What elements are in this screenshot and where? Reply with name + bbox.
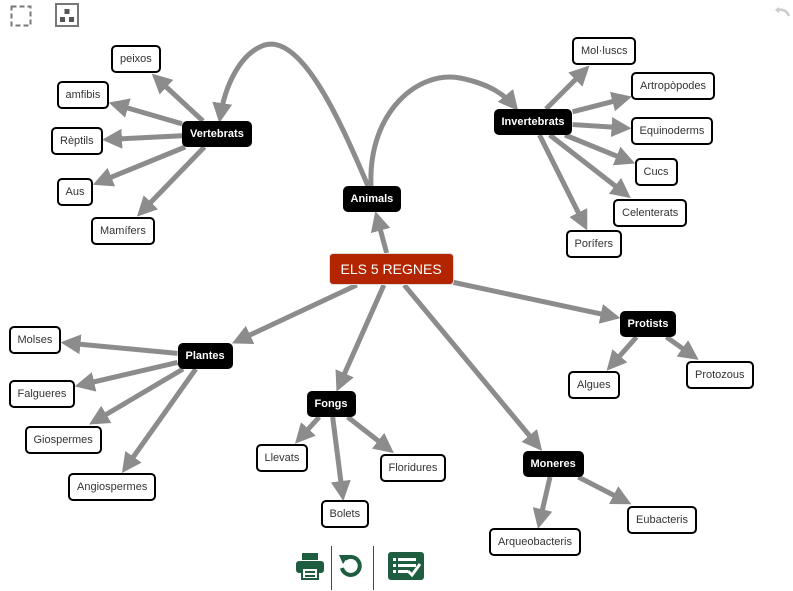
edge-root-protists (452, 279, 621, 324)
edge-protists-algues (606, 335, 639, 371)
leaf-node-algues[interactable]: Algues (568, 371, 620, 399)
edge-invertebrats-artropodes (571, 91, 632, 115)
leaf-node-floridures[interactable]: Floridures (379, 454, 447, 482)
reset-icon (339, 554, 362, 577)
edge-protists-protozous (664, 334, 699, 360)
category-node-vertebrats[interactable]: Vertebrats (182, 121, 252, 147)
leaf-node-porifers[interactable]: Porífers (565, 230, 623, 258)
selection-tool-button[interactable] (10, 5, 32, 27)
auto-layout-icon (55, 3, 79, 27)
category-node-fongs[interactable]: Fongs (306, 391, 356, 417)
edge-root-fongs (335, 283, 387, 392)
leaf-node-artropodes[interactable]: Artropòpodes (631, 72, 716, 100)
leaf-node-falgueres[interactable]: Falgueres (8, 380, 76, 408)
leaf-node-peixos[interactable]: peixos (111, 45, 161, 73)
leaf-node-molses[interactable]: Molses (8, 326, 62, 354)
edge-root-animals (370, 211, 391, 254)
leaf-node-equinoderms[interactable]: Equinoderms (630, 117, 714, 145)
edge-root-plantes (231, 282, 358, 344)
check-answers-button[interactable] (388, 552, 424, 580)
leaf-node-llevats[interactable]: Llevats (255, 444, 309, 472)
print-button[interactable] (295, 552, 325, 580)
leaf-node-celenterats[interactable]: Celenterats (613, 199, 688, 227)
edge-vertebrats-reptils (102, 128, 183, 149)
edge-invertebrats-cucs (564, 132, 636, 166)
leaf-node-mamifers[interactable]: Mamífers (91, 217, 155, 245)
auto-layout-button[interactable] (55, 3, 79, 27)
category-node-moneres[interactable]: Moneres (522, 451, 584, 477)
edge-vertebrats-aus (92, 144, 187, 187)
leaf-node-eubacteris[interactable]: Eubacteris (627, 506, 697, 534)
leaf-node-cucs[interactable]: Cucs (634, 158, 678, 186)
edge-plantes-falgueres (74, 359, 179, 392)
edge-invertebrats-porifers (537, 133, 588, 231)
leaf-node-molluscs[interactable]: Mol·luscs (572, 37, 637, 65)
edge-vertebrats-amfibis (108, 98, 183, 127)
category-node-protists[interactable]: Protists (619, 311, 677, 337)
printer-icon (296, 553, 324, 580)
leaf-node-angiospermes[interactable]: Angiospermes (68, 473, 157, 501)
edge-vertebrats-peixos (151, 73, 205, 123)
undo-arrow-icon (775, 7, 791, 17)
leaf-node-arqueobacteris[interactable]: Arqueobacteris (489, 528, 581, 556)
edge-fongs-floridures (346, 415, 394, 454)
undo-button[interactable] (774, 3, 792, 19)
category-node-plantes[interactable]: Plantes (177, 343, 233, 369)
checklist-icon (388, 552, 424, 580)
reset-button[interactable] (336, 552, 364, 580)
edge-plantes-angiospermes (121, 367, 198, 474)
leaf-node-protozous[interactable]: Protozous (686, 361, 754, 389)
edge-plantes-molses (60, 334, 178, 356)
edge-moneres-arqueobacteris (532, 476, 553, 529)
edge-root-moneres (402, 283, 543, 451)
edge-plantes-giospermes (89, 366, 185, 425)
edge-animals-vertebrats (212, 41, 371, 187)
leaf-node-aus[interactable]: Aus (56, 178, 94, 206)
root-node-root[interactable]: ELS 5 REGNES (328, 253, 454, 285)
edge-fongs-bolets (330, 416, 351, 501)
category-node-animals[interactable]: Animals (342, 186, 402, 212)
edge-moneres-eubacteris (577, 474, 632, 505)
leaf-node-amfibis[interactable]: amfibis (56, 81, 110, 109)
toolbar-divider (331, 546, 332, 590)
edge-invertebrats-celenterats (548, 133, 631, 199)
leaf-node-bolets[interactable]: Bolets (320, 500, 370, 528)
dashed-selection-icon (10, 5, 32, 27)
toolbar-divider (373, 546, 374, 590)
edge-invertebrats-equinoderms (572, 117, 632, 138)
edge-animals-invertebrats (368, 74, 519, 187)
edge-invertebrats-molluscs (544, 65, 590, 111)
edge-vertebrats-mamifers (136, 145, 207, 217)
edge-fongs-llevats (294, 415, 322, 444)
category-node-invertebrats[interactable]: Invertebrats (493, 109, 573, 135)
leaf-node-giospermes[interactable]: Giospermes (24, 426, 102, 454)
leaf-node-reptils[interactable]: Rèptils (51, 127, 103, 155)
